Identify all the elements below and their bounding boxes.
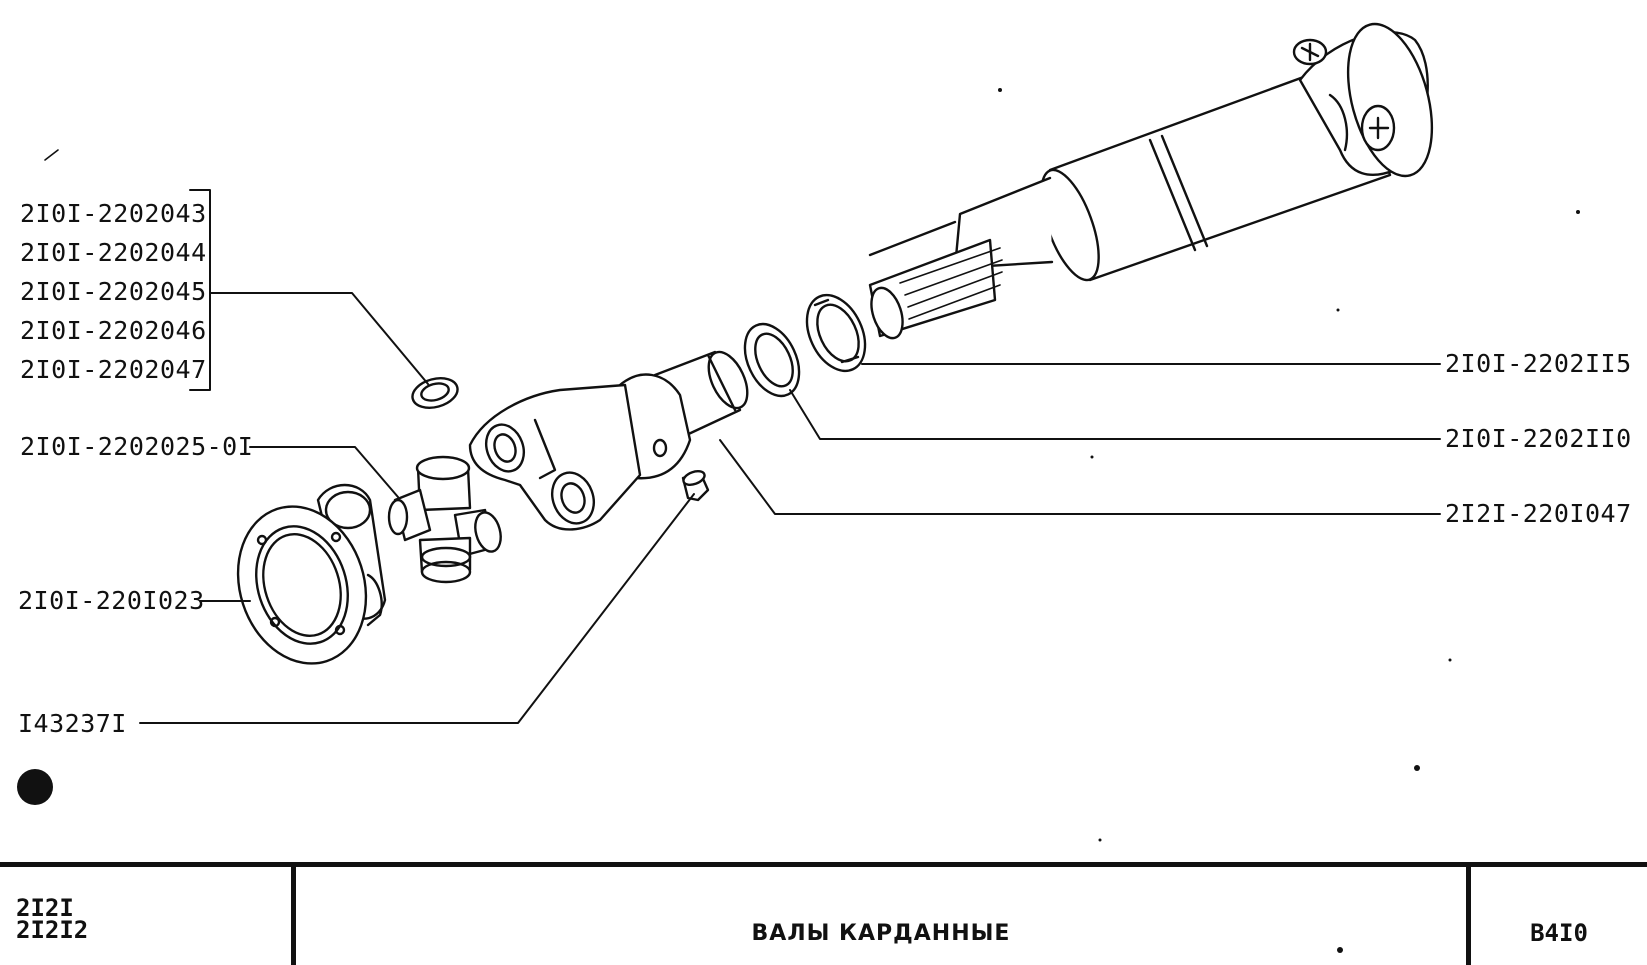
part-number-2202044: 2I0I-2202044: [20, 238, 207, 267]
circlip-part: [411, 377, 459, 409]
model-list: 2I2I 2I2I2: [16, 894, 89, 944]
scan-specks: [17, 88, 1580, 953]
part-number-yoke: 2I2I-220I047: [1445, 499, 1632, 528]
part-number-2202046: 2I0I-2202046: [20, 316, 207, 345]
part-number-seal-ring: 2I0I-2202II0: [1445, 424, 1632, 453]
part-number-2202047: 2I0I-2202047: [20, 355, 207, 384]
model-number: 2I2I2: [16, 916, 89, 944]
part-number-cross: 2I0I-2202025-0I: [20, 432, 254, 461]
part-number-flange: 2I0I-220I023: [18, 586, 205, 615]
drawing-title: ВАЛЫ КАРДАННЫЕ: [751, 921, 1011, 946]
bolt-part: [681, 470, 710, 502]
part-number-2202043: 2I0I-2202043: [20, 199, 207, 228]
seal-ring-part: [743, 322, 801, 398]
universal-joint-cross-part: [387, 455, 502, 584]
leader-lines: [139, 189, 1441, 724]
scan-stroke: [44, 149, 59, 161]
part-number-2202045: 2I0I-2202045: [20, 277, 207, 306]
seal-cage-part: [805, 293, 867, 373]
flange-part: [236, 483, 387, 665]
slip-yoke-part: [468, 350, 749, 531]
part-number-bolt: I43237I: [18, 709, 127, 738]
part-number-seal-cage: 2I0I-2202II5: [1445, 349, 1632, 378]
model-number: 2I2I: [16, 894, 74, 922]
page-code: B4I0: [1530, 919, 1588, 947]
divider: [1466, 867, 1471, 965]
propeller-shaft: [868, 22, 1434, 340]
divider: [291, 867, 296, 965]
title-block: 2I2I 2I2I2 ВАЛЫ КАРДАННЫЕ B4I0: [0, 862, 1647, 965]
